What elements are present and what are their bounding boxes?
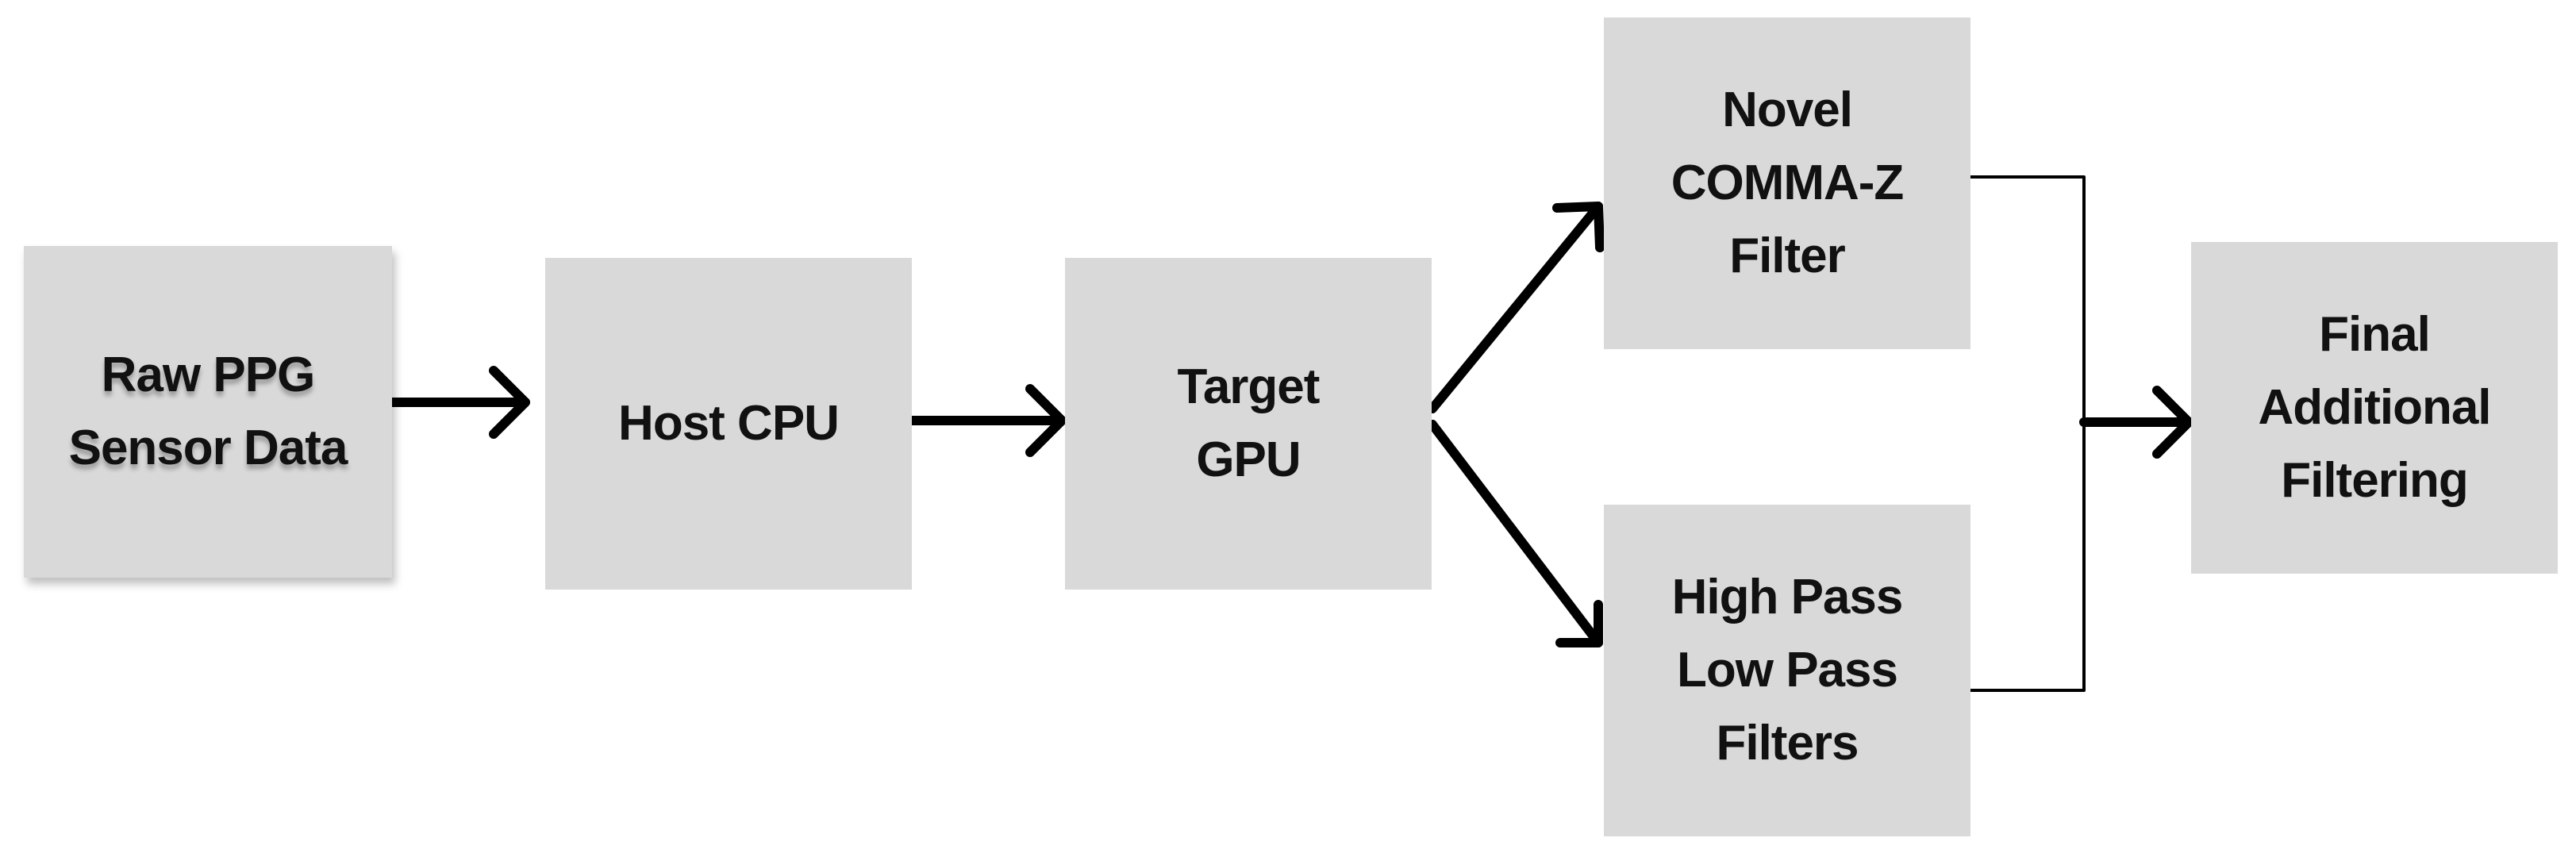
node-label-line: GPU [1196,432,1301,487]
node-host-cpu: Host CPU [545,258,912,590]
connector-hplp-to-merge [1969,421,2086,692]
node-label-line: High Pass [1671,570,1904,624]
arrow-target-to-comma [1428,202,1603,413]
node-high-low-pass-filters: High Pass Low Pass Filters [1604,505,1970,836]
node-label-line: Additional [2258,380,2491,435]
node-label-line: Target [1177,359,1321,414]
node-label-line: Filter [1729,229,1846,283]
node-label-line: COMMA-Z [1671,156,1905,210]
node-novel-comma-z-filter: Novel COMMA-Z Filter [1604,17,1970,349]
node-label-line: Host CPU [618,396,840,451]
node-label-line: Final [2319,307,2431,362]
arrow-target-to-hplp [1428,420,1603,647]
arrowhead-target-to-hplp [1555,600,1603,647]
node-final-additional-filtering: Final Additional Filtering [2191,242,2558,574]
node-label-line: Raw PPG [101,348,316,402]
arrowhead-target-to-comma [1552,202,1605,252]
arrowhead-merge-to-final [2152,386,2193,459]
node-label-line: Novel [1722,83,1853,137]
arrowhead-host-to-target [1025,384,1067,457]
node-target-gpu: Target GPU [1065,258,1432,590]
node-label-line: Sensor Data [68,421,348,475]
node-raw-ppg-sensor-data: Raw PPG Sensor Data [24,246,392,578]
connector-comma-to-merge [1969,175,2086,424]
node-label-line: Filtering [2281,453,2469,508]
node-label-line: Filters [1716,716,1859,770]
node-label-line: Low Pass [1677,643,1898,697]
arrowhead-raw-to-host [489,366,530,439]
